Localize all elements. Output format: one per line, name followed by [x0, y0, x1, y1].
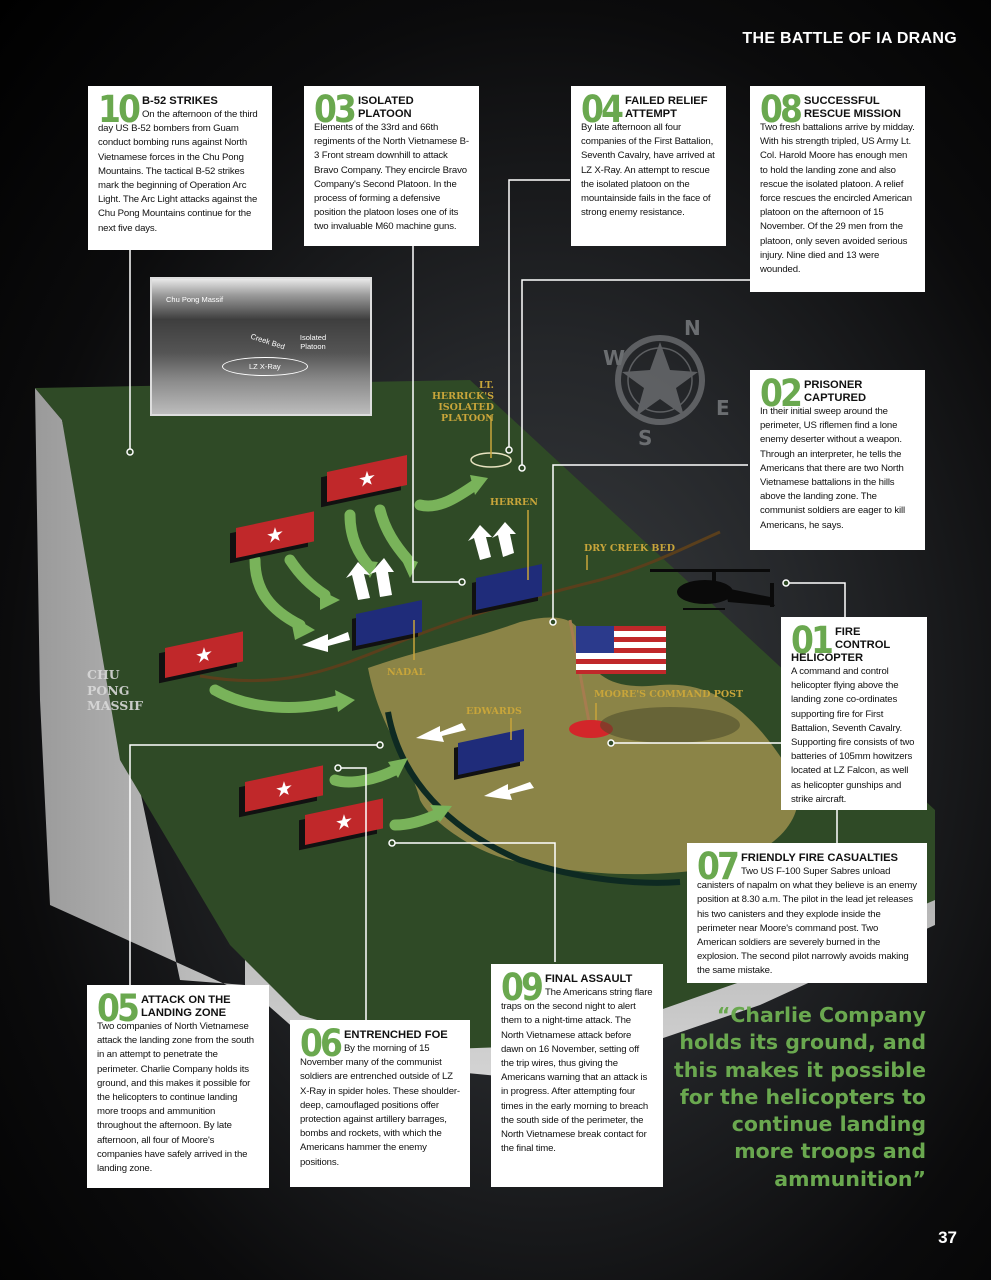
label-leaders	[413, 415, 597, 740]
step-number: 05	[97, 986, 140, 1030]
callout-title: ATTACK ON THE LANDING ZONE	[140, 994, 231, 1019]
label-nadal: NADAL	[387, 667, 426, 678]
step-number: 04	[581, 87, 624, 131]
label-moore: MOORE'S COMMAND POST	[594, 689, 744, 700]
label-chu-pong-massif: CHU PONG MASSIF	[87, 667, 143, 714]
callout-title: PRISONER CAPTURED	[803, 379, 867, 404]
photo-label-lz: LZ X-Ray	[222, 357, 308, 376]
callout-title: FIRE CONTROL HELICOPTER	[791, 626, 891, 664]
callout-body: A command and control helicopter flying …	[791, 666, 915, 805]
page-number: 37	[938, 1228, 957, 1247]
massif-line-3: MASSIF	[87, 698, 144, 713]
callout-title: FINAL ASSAULT	[544, 973, 633, 985]
napalm-scorch	[600, 707, 740, 743]
svg-text:★: ★	[358, 465, 376, 493]
step-number: 10	[98, 87, 141, 131]
step-number: 08	[760, 87, 803, 131]
us-unit-blocks	[352, 563, 542, 780]
compass-w: W	[603, 346, 626, 370]
compass-e: E	[716, 396, 730, 420]
terrain-left-side	[35, 388, 260, 1000]
compass-rose-icon	[615, 335, 705, 425]
callout-body: By the morning of 15 November many of th…	[300, 1043, 460, 1168]
label-herrick: LT. HERRICK'S ISOLATED PLATOON	[431, 380, 494, 424]
callout-body: Elements of the 33rd and 66th regiments …	[314, 122, 469, 233]
step-number: 02	[760, 371, 803, 415]
callout-endpoints	[126, 446, 790, 847]
step-number: 03	[314, 87, 357, 131]
massif-line-2: PONG	[87, 682, 130, 698]
callout-title: FAILED RELIEF ATTEMPT	[624, 95, 708, 120]
callout-body: On the afternoon of the third day US B-5…	[98, 109, 258, 234]
svg-text:★: ★	[195, 641, 213, 669]
step-number: 06	[300, 1021, 343, 1065]
callout-body: Two companies of North Vietnamese attack…	[97, 1021, 254, 1175]
defensive-trench	[385, 711, 681, 886]
aerial-photo: Chu Pong Massif Creek Bed Isolated Plato…	[150, 277, 372, 416]
page-title: THE BATTLE OF IA DRANG	[742, 30, 957, 47]
svg-text:★: ★	[335, 808, 353, 836]
svg-text:★: ★	[266, 521, 284, 549]
us-movement-arrows	[302, 522, 534, 800]
step-number: 01	[791, 618, 834, 662]
photo-label-platoon: Isolated Platoon	[299, 333, 327, 351]
pull-quote: “Charlie Company holds its ground, and t…	[673, 1003, 926, 1191]
callout-body: By late afternoon all four companies of …	[581, 122, 715, 219]
compass-s: S	[638, 426, 653, 450]
callout-title: ENTRENCHED FOE	[343, 1029, 448, 1041]
callout-body: In their initial sweep around the perime…	[760, 406, 905, 531]
callout-body: Two fresh battalions arrive by midday. W…	[760, 122, 915, 276]
dry-creek-bed	[199, 530, 721, 683]
label-herren: HERREN	[490, 497, 538, 508]
callout-body: Two US F-100 Super Sabres unload caniste…	[697, 866, 917, 977]
callout-title: FRIENDLY FIRE CASUALTIES	[740, 852, 898, 864]
compass-n: N	[684, 316, 701, 340]
photo-label-creek: Creek Bed	[249, 331, 286, 352]
step-number: 07	[697, 844, 740, 888]
label-dry-creek: DRY CREEK BED	[584, 543, 675, 554]
callout-title: SUCCESSFUL RESCUE MISSION	[803, 95, 901, 120]
step-number: 09	[501, 965, 544, 1009]
photo-label-massif: Chu Pong Massif	[166, 295, 224, 304]
callout-title: ISOLATED PLATOON	[357, 95, 414, 120]
svg-text:★: ★	[275, 775, 293, 803]
callout-body: The Americans string flare traps on the …	[501, 987, 653, 1155]
us-flag	[576, 626, 666, 674]
enemy-unit-blocks: ★ ★ ★ ★ ★	[159, 454, 407, 851]
massif-line-1: CHU	[87, 667, 120, 682]
helicopter-silhouette	[650, 569, 775, 610]
label-edwards: EDWARDS	[466, 706, 522, 717]
landing-zone-clearing	[368, 617, 799, 875]
callout-title: B-52 STRIKES	[141, 95, 218, 107]
